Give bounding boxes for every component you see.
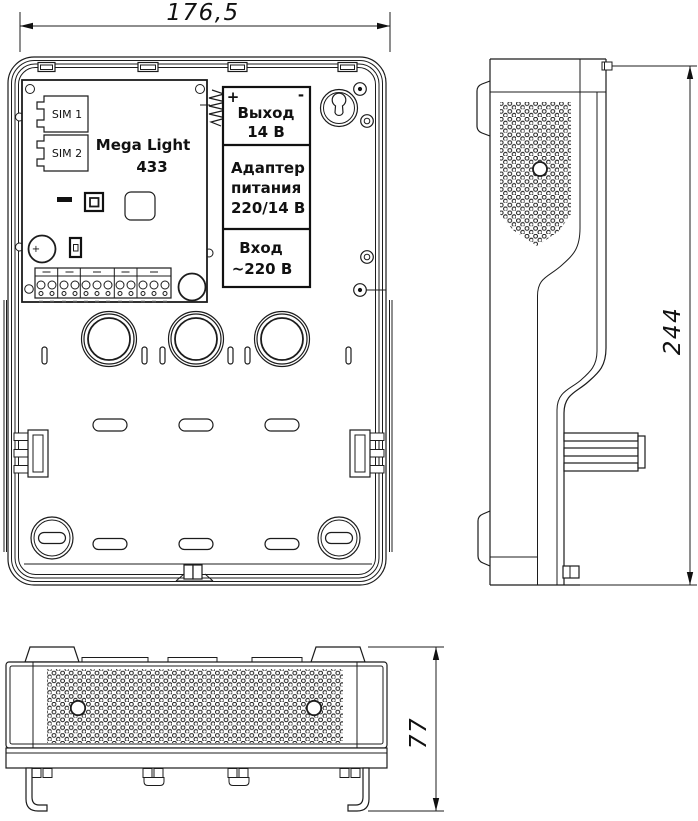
dimension-width-label: 176,5 [166, 0, 239, 26]
side-foot [562, 565, 580, 579]
side-vent-hole [532, 161, 548, 177]
top-latch-tabs [37, 61, 358, 73]
plus-sign: + [227, 88, 240, 106]
model-name: Mega Light [96, 136, 190, 154]
input-label-line2: ~220 В [232, 260, 293, 278]
adapter-label-line3: 220/14 В [231, 199, 305, 217]
bottom-vent-hole [305, 699, 323, 717]
din-clip-left [13, 429, 49, 478]
hook-left [25, 767, 48, 812]
front-view: SIM 1 SIM 2 Mega Light 433 + [3, 56, 393, 586]
bottom-vent-hole [69, 699, 87, 717]
antenna-coil [200, 89, 227, 127]
middle-oval-slots [92, 418, 300, 432]
side-clip-bottom [477, 510, 491, 567]
pcb: SIM 1 SIM 2 Mega Light 433 + [21, 79, 208, 303]
backup-battery: + [27, 234, 57, 264]
relay-component [124, 191, 156, 221]
sim2-socket [36, 134, 89, 172]
edge-strip [167, 657, 218, 663]
output-label-line1: Выход [237, 104, 294, 122]
side-top-tab [601, 61, 613, 71]
screw-bosses [353, 82, 386, 297]
model-number: 433 [136, 158, 167, 176]
side-clip-top [476, 80, 491, 137]
speaker-hole [177, 272, 207, 302]
jumper-component [68, 236, 83, 259]
minus-sign: - [298, 86, 304, 104]
dimension-width: 176,5 [19, 0, 391, 52]
bottom-top-tab-left [24, 646, 80, 663]
bottom-tabs [31, 768, 361, 786]
cable-knockouts [80, 310, 311, 368]
battery-plus-label: + [32, 244, 40, 255]
buzzer-component [83, 191, 105, 213]
hook-right [347, 767, 370, 812]
rear-bracket [563, 432, 646, 472]
edge-strip [81, 657, 149, 663]
bottom-vent-pattern [47, 669, 343, 743]
dimension-depth: 77 [368, 646, 444, 812]
bottom-oval-slots [92, 537, 300, 551]
sim1-label: SIM 1 [52, 108, 82, 121]
bottom-band [5, 747, 388, 769]
dimension-depth-label: 77 [406, 717, 432, 749]
bottom-top-tab-right [310, 646, 366, 663]
dimension-height: 244 [580, 65, 697, 586]
sim2-label: SIM 2 [52, 147, 82, 160]
terminal-screws [36, 280, 170, 290]
mount-hole-right [317, 516, 361, 560]
bottom-center-tab [175, 564, 214, 582]
side-view [476, 58, 646, 586]
adapter-label-line2: питания [231, 179, 301, 197]
output-label-line2: 14 В [247, 123, 285, 141]
input-label-line1: Вход [239, 239, 283, 257]
dimension-height-label: 244 [660, 307, 686, 355]
bottom-view [5, 646, 388, 812]
adapter-label-line1: Адаптер [231, 159, 305, 177]
keyhole-mount [319, 88, 359, 128]
vent-slots [41, 346, 352, 365]
label-sticker: + - Выход 14 В Адаптер питания 220/14 В … [221, 85, 312, 289]
mount-hole-left [30, 516, 74, 560]
sim1-socket [36, 95, 89, 133]
din-clip-right [349, 429, 385, 478]
terminal-block [34, 267, 172, 303]
terminal-holes [38, 291, 168, 296]
smd-component [57, 197, 72, 202]
edge-strip [251, 657, 303, 663]
